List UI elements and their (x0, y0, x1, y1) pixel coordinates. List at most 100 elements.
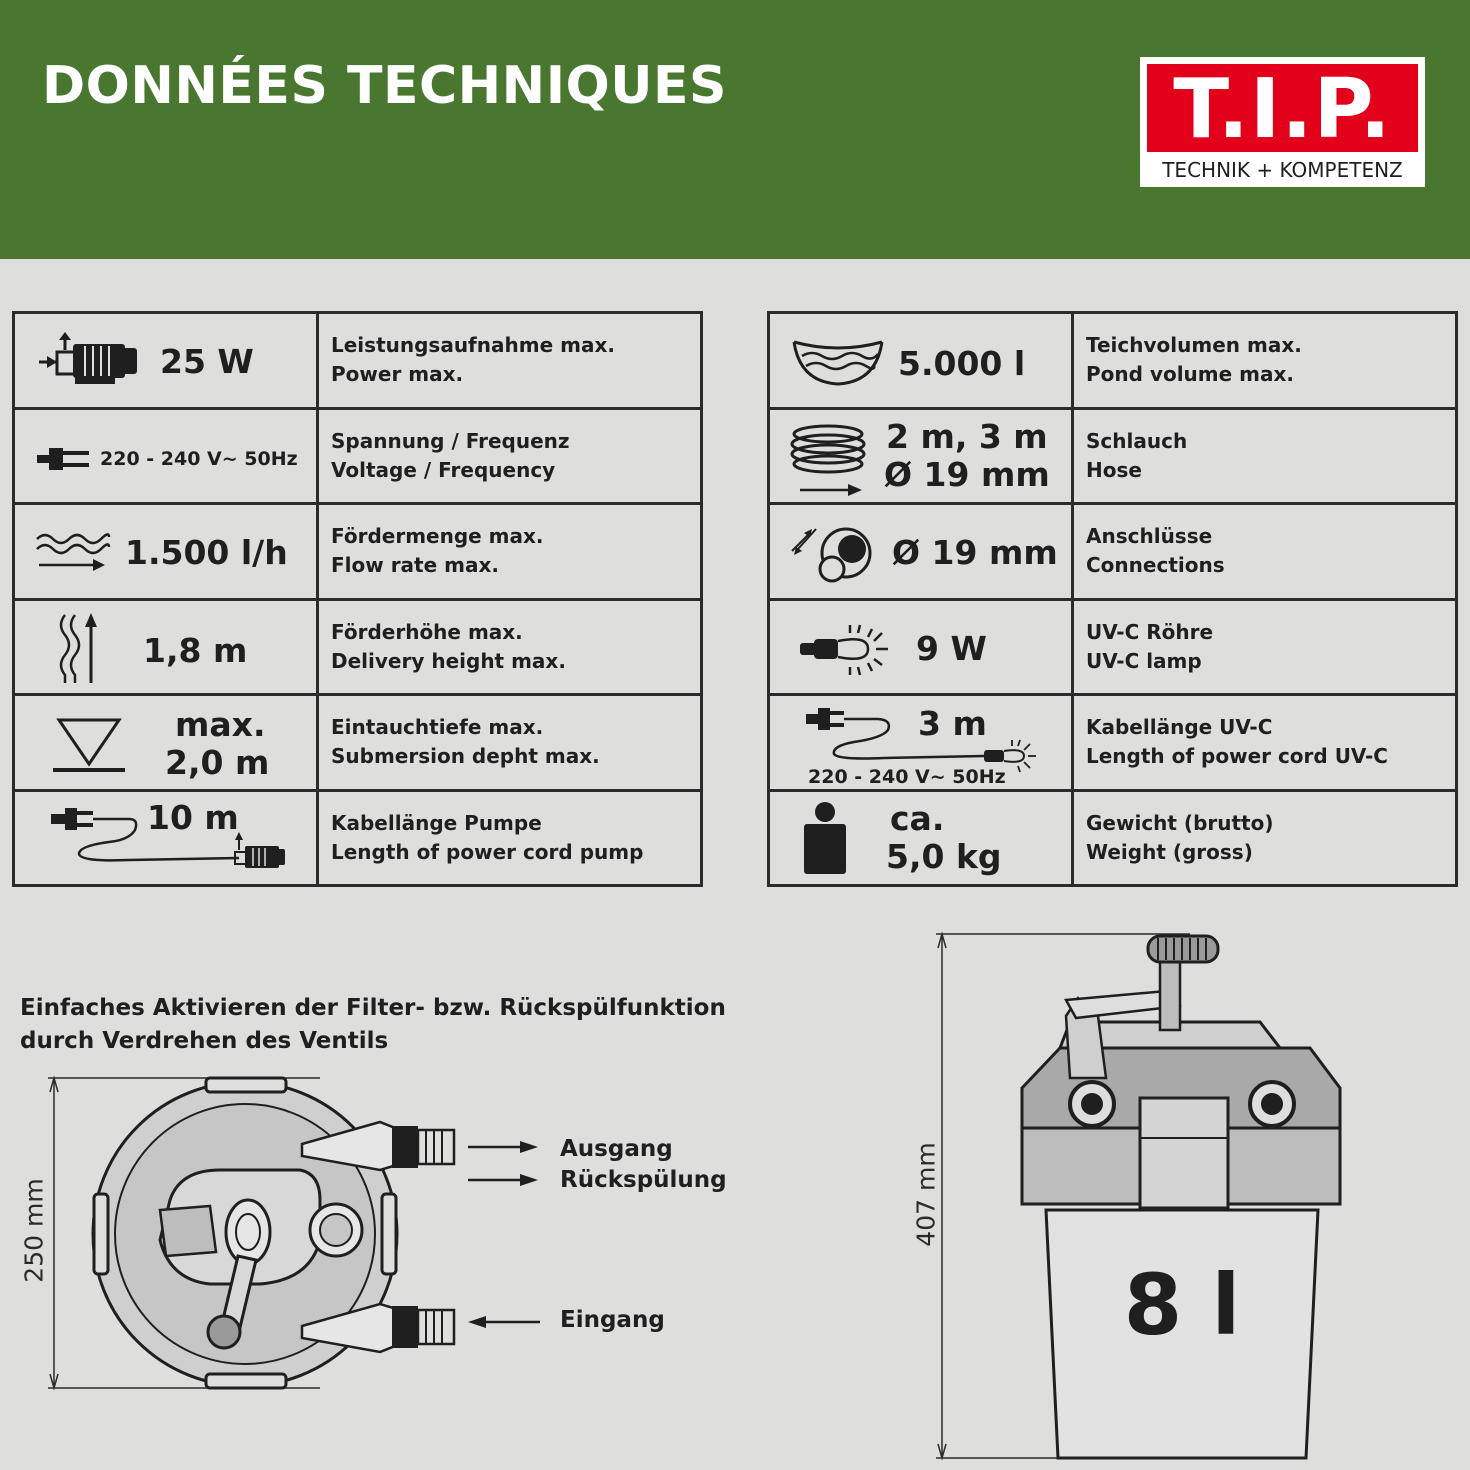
spec-value-line2: 5,0 kg (886, 836, 1002, 876)
delivery-height-icon (59, 612, 97, 683)
label-ausgang: Ausgang (560, 1136, 673, 1162)
desc-de: Gewicht (brutto) (1086, 810, 1274, 835)
table-row: 3 m 220 - 240 V~ 50Hz Kabellänge UV-C Le… (767, 693, 1458, 792)
desc-en: Flow rate max. (331, 553, 499, 578)
desc-en: Length of power cord pump (331, 839, 644, 864)
spec-value-cell: 9 W (767, 597, 1074, 696)
spec-value: 3 m (918, 704, 987, 743)
page-title: DONNÉES TECHNIQUES (42, 56, 727, 116)
note-line-1: Einfaches Aktivieren der Filter- bzw. Rü… (20, 995, 726, 1021)
spec-value-cell: 3 m 220 - 240 V~ 50Hz (767, 693, 1074, 792)
spec-description-cell: Eintauchtiefe max. Submersion depht max. (316, 693, 703, 792)
spec-table-right: 5.000 l Teichvolumen max. Pond volume ma… (767, 311, 1458, 887)
spec-value: 25 W (160, 342, 254, 381)
desc-en: Voltage / Frequency (331, 457, 556, 482)
filter-side-view-drawing: 8 l (936, 931, 1342, 1461)
logo-letters: T.I.P. (1173, 62, 1392, 157)
label-rueckspuelung: Rückspülung (560, 1167, 727, 1193)
spec-value-cell: Ø 19 mm (767, 502, 1074, 601)
table-row: 1.500 l/h Fördermenge max. Flow rate max… (12, 502, 703, 601)
desc-de: UV-C Röhre (1086, 619, 1214, 644)
uv-lamp-icon (800, 624, 888, 675)
spec-value: 5.000 l (898, 344, 1026, 383)
desc-en: Connections (1086, 553, 1225, 578)
desc-de: Kabellänge Pumpe (331, 810, 542, 835)
spec-value-voltage: 220 - 240 V~ 50Hz (808, 766, 1006, 788)
spec-value-line1: ca. (890, 798, 945, 838)
pump-icon (39, 332, 137, 384)
tip-logo: T.I.P. TECHNIK + KOMPETENZ (1140, 57, 1425, 187)
plug-icon (37, 447, 89, 470)
spec-value-line2: 2,0 m (165, 743, 270, 782)
desc-de: Anschlüsse (1086, 524, 1213, 549)
uv-cord-icon (806, 708, 1036, 773)
desc-en: Pond volume max. (1086, 362, 1294, 387)
spec-description-cell: Teichvolumen max. Pond volume max. (1071, 311, 1458, 410)
desc-de: Fördermenge max. (331, 524, 544, 549)
desc-de: Leistungsaufnahme max. (331, 333, 615, 358)
spec-value-line2: Ø 19 mm (884, 454, 1050, 494)
filter-top-view-drawing (48, 1075, 540, 1391)
spec-value-line1: 2 m, 3 m (886, 416, 1048, 456)
logo-red-block: T.I.P. (1147, 62, 1418, 157)
label-eingang: Eingang (560, 1307, 665, 1333)
spec-value-cell: 10 m (12, 788, 319, 887)
spec-value: 1,8 m (143, 630, 248, 670)
dimension-407-label: 407 mm (911, 1142, 941, 1247)
desc-de: Schlauch (1086, 428, 1188, 453)
spec-value-cell: 1,8 m (12, 597, 319, 696)
desc-de: Förderhöhe max. (331, 619, 523, 644)
spec-value-cell: max. 2,0 m (12, 693, 319, 792)
table-row: max. 2,0 m Eintauchtiefe max. Submersion… (12, 693, 703, 792)
spec-description-cell: Kabellänge Pumpe Length of power cord pu… (316, 788, 703, 887)
table-row: 220 - 240 V~ 50Hz Spannung / Frequenz Vo… (12, 406, 703, 505)
spec-value-cell: 25 W (12, 311, 319, 410)
spec-value-cell: 2 m, 3 m Ø 19 mm (767, 406, 1074, 505)
table-row: 1,8 m Förderhöhe max. Delivery height ma… (12, 597, 703, 696)
desc-en: Hose (1086, 457, 1142, 482)
spec-description-cell: Leistungsaufnahme max. Power max. (316, 311, 703, 410)
spec-description-cell: Kabellänge UV-C Length of power cord UV-… (1071, 693, 1458, 792)
table-row: 9 W UV-C Röhre UV-C lamp (767, 597, 1458, 696)
table-row: 2 m, 3 m Ø 19 mm Schlauch Hose (767, 406, 1458, 505)
dimension-250-label: 250 mm (19, 1178, 49, 1283)
spec-value-cell: 5.000 l (767, 311, 1074, 410)
table-row: 5.000 l Teichvolumen max. Pond volume ma… (767, 311, 1458, 410)
submersion-depth-icon (53, 718, 125, 772)
spec-value-cell: 220 - 240 V~ 50Hz (12, 406, 319, 505)
spec-value-cell: ca. 5,0 kg (767, 788, 1074, 887)
weight-icon (804, 801, 846, 874)
spec-description-cell: Fördermenge max. Flow rate max. (316, 502, 703, 601)
spec-value: 1.500 l/h (125, 533, 288, 572)
spec-value: 10 m (147, 797, 239, 837)
volume-label: 8 l (1124, 1256, 1240, 1354)
table-row: 25 W Leistungsaufnahme max. Power max. (12, 311, 703, 410)
logo-subtitle: TECHNIK + KOMPETENZ (1162, 158, 1403, 182)
spec-description-cell: Förderhöhe max. Delivery height max. (316, 597, 703, 696)
table-row: Ø 19 mm Anschlüsse Connections (767, 502, 1458, 601)
spec-value-cell: 1.500 l/h (12, 502, 319, 601)
note-line-2: durch Verdrehen des Ventils (20, 1028, 389, 1054)
table-row: ca. 5,0 kg Gewicht (brutto) Weight (gros… (767, 788, 1458, 887)
desc-en: Weight (gross) (1086, 839, 1253, 864)
spec-value: 9 W (916, 628, 987, 668)
spec-description-cell: Spannung / Frequenz Voltage / Frequency (316, 406, 703, 505)
header-banner: DONNÉES TECHNIQUES T.I.P. TECHNIK + KOMP… (0, 0, 1470, 259)
spec-description-cell: Gewicht (brutto) Weight (gross) (1071, 788, 1458, 887)
desc-en: Power max. (331, 362, 464, 387)
valve-note: Einfaches Aktivieren der Filter- bzw. Rü… (20, 992, 726, 1058)
spec-value: 220 - 240 V~ 50Hz (100, 447, 298, 470)
desc-de: Kabellänge UV-C (1086, 715, 1273, 740)
power-cord-pump-icon (51, 807, 285, 868)
pond-volume-icon (792, 340, 884, 386)
hose-icon (790, 424, 866, 496)
table-row: 10 m Kabellänge Pumpe Length of power co… (12, 788, 703, 887)
desc-en: Delivery height max. (331, 648, 566, 673)
desc-en: Length of power cord UV-C (1086, 744, 1388, 769)
desc-en: Submersion depht max. (331, 744, 600, 769)
spec-description-cell: Anschlüsse Connections (1071, 502, 1458, 601)
spec-description-cell: Schlauch Hose (1071, 406, 1458, 505)
water-flow-icon (36, 533, 111, 571)
desc-de: Teichvolumen max. (1086, 333, 1302, 358)
spec-table-left: 25 W Leistungsaufnahme max. Power max. 2… (12, 311, 703, 887)
